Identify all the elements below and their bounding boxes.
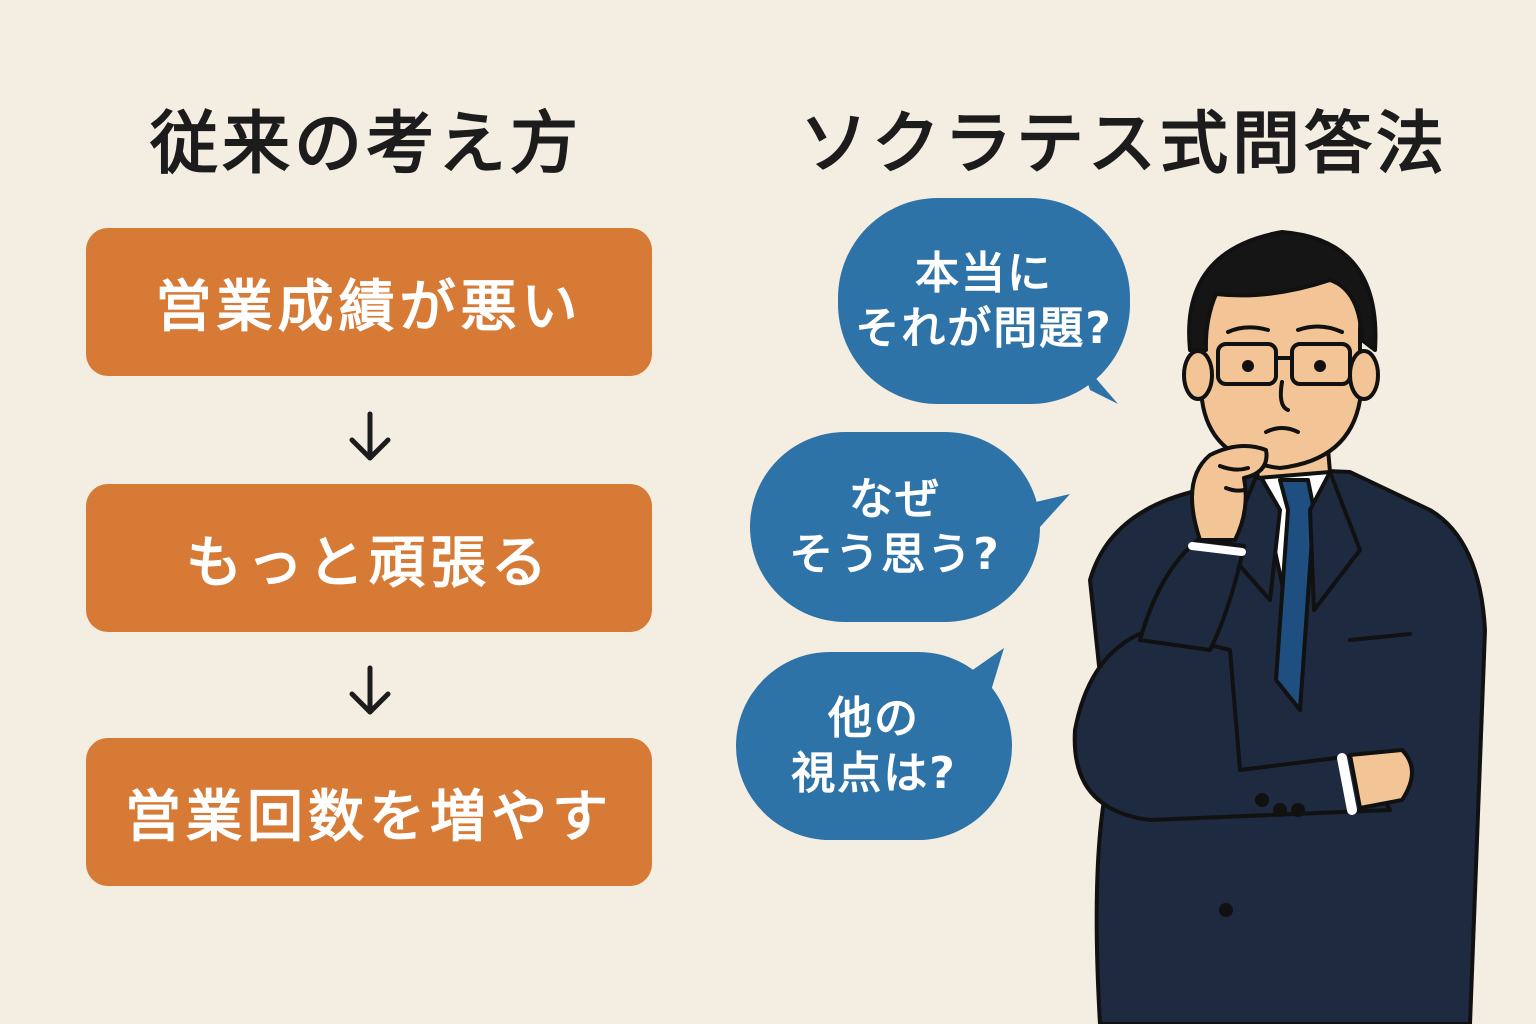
speech-bubble-question-2: なぜ そう思う? [750, 432, 1040, 622]
socratic-method-title: ソクラテス式問答法 [800, 105, 1449, 184]
down-arrow-icon [349, 665, 391, 715]
step-poor-sales: 営業成績が悪い [86, 228, 652, 376]
speech-bubble-question-3: 他の 視点は? [736, 652, 1012, 840]
step-work-harder: もっと頑張る [86, 484, 652, 632]
question-1-line-2: それが問題? [855, 303, 1113, 354]
step-more-visits: 営業回数を増やす [86, 738, 652, 886]
question-1-line-1: 本当に [915, 248, 1053, 299]
traditional-thinking-title: 従来の考え方 [150, 105, 583, 184]
question-3-line-1: 他の [828, 693, 920, 744]
question-2-line-2: そう思う? [789, 529, 1001, 580]
down-arrow-icon [349, 411, 391, 461]
thinking-businessman-illustration [1072, 230, 1487, 1024]
question-2-line-1: なぜ [849, 474, 941, 525]
speech-bubble-question-1: 本当に それが問題? [838, 198, 1130, 404]
question-3-line-2: 視点は? [791, 748, 957, 799]
